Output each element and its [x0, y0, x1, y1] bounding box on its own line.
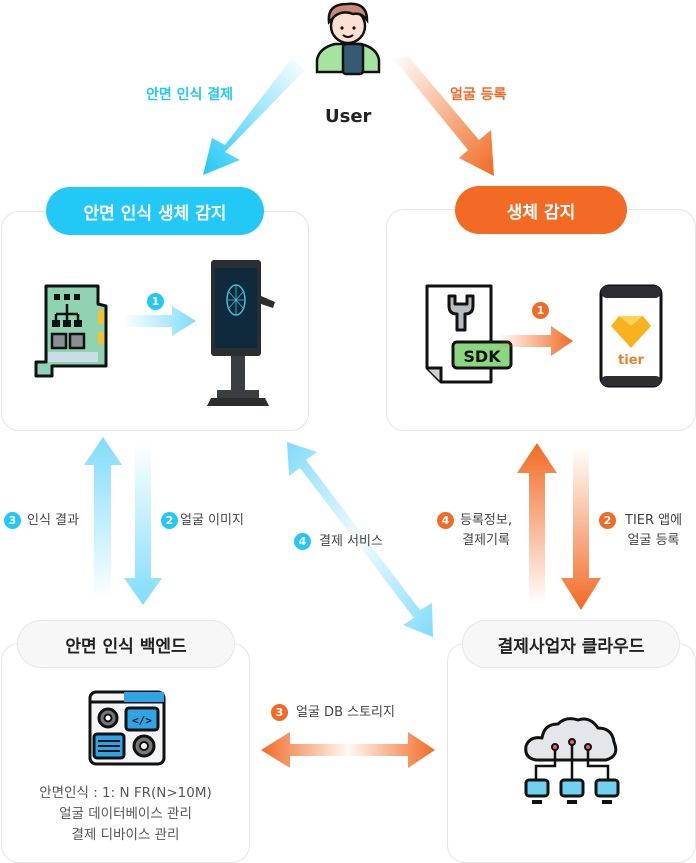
backend-card: </> 안면인식 : 1: N FR(N>10M) 얼굴 데이터베이스 관리 결… — [1, 643, 250, 863]
arrow-face-image — [124, 443, 162, 605]
liveness-card: SDK 1 tier — [386, 209, 696, 431]
flow-label-line1: TIER 앱에 — [625, 513, 683, 528]
user-avatar — [309, 0, 387, 76]
flow-label: 얼굴 DB 스토리지 — [296, 705, 395, 720]
flow-face-image: 2 얼굴 이미지 — [161, 511, 244, 531]
person-with-phone-icon — [315, 2, 381, 76]
arrow-user-to-face-liveness — [203, 58, 305, 175]
flow-label: 얼굴 이미지 — [180, 513, 244, 528]
cloud-title: 결제사업자 클라우드 — [462, 620, 680, 668]
liveness-title: 생체 감지 — [455, 186, 627, 234]
face-liveness-card: 1 — [1, 211, 309, 431]
flow-label-line1: 등록정보, — [460, 513, 512, 528]
backend-description: 안면인식 : 1: N FR(N>10M) 얼굴 데이터베이스 관리 결제 디바… — [2, 783, 249, 846]
web-development-settings-icon: </> — [88, 690, 166, 766]
arrow-payment-service — [287, 442, 433, 637]
flow-label: 인식 결과 — [27, 513, 79, 528]
arrow-face-db-storage — [261, 732, 435, 768]
arrow-tier-register — [561, 447, 601, 610]
circuit-board-icon — [34, 284, 108, 378]
face-registration-label: 얼굴 등록 — [450, 87, 507, 103]
backend-desc-line: 얼굴 데이터베이스 관리 — [59, 806, 192, 822]
step-badge-3: 3 — [271, 704, 288, 721]
user-label: User — [325, 106, 372, 127]
backend-desc-line: 안면인식 : 1: N FR(N>10M) — [39, 785, 212, 801]
step-badge-4: 4 — [437, 512, 454, 529]
face-recognition-kiosk-icon — [207, 260, 275, 406]
cloud-network-icon — [524, 717, 620, 804]
flow-tier-register: 2 TIER 앱에 얼굴 등록 — [599, 511, 682, 551]
flow-recognition-result: 3 인식 결과 — [4, 511, 79, 531]
step-badge-2: 2 — [161, 512, 178, 529]
flow-label-line2: 얼굴 등록 — [627, 533, 680, 548]
cloud-card — [447, 643, 696, 863]
arrow-user-to-liveness — [393, 56, 494, 176]
step-badge-2: 2 — [599, 512, 616, 529]
flow-registration-info: 4 등록정보, 결제기록 — [437, 511, 512, 551]
step-arrow-orange — [499, 326, 573, 356]
flow-label-line2: 결제기록 — [462, 533, 510, 548]
face-liveness-title: 안면 인식 생체 감지 — [46, 187, 264, 235]
face-payment-label: 안면 인식 결제 — [146, 87, 234, 103]
tier-app-text: tier — [618, 353, 644, 368]
arrow-registration-info — [517, 443, 557, 605]
step-badge-3: 3 — [4, 512, 21, 529]
step-badge-1: 1 — [532, 302, 549, 319]
step-badge-1: 1 — [147, 293, 164, 310]
flow-face-db-storage: 3 얼굴 DB 스토리지 — [271, 703, 395, 723]
arrow-recognition-result — [84, 437, 122, 600]
step-arrow-blue — [122, 306, 196, 336]
step-badge-4: 4 — [294, 533, 311, 550]
backend-title: 안면 인식 백엔드 — [17, 620, 235, 668]
sdk-file-icon: SDK — [425, 284, 513, 384]
sdk-text: SDK — [463, 347, 501, 366]
svg-text:</>: </> — [132, 714, 152, 727]
flow-label: 결제 서비스 — [319, 534, 383, 549]
tier-app-phone-icon: tier — [599, 284, 663, 388]
backend-desc-line: 결제 디바이스 관리 — [71, 827, 180, 843]
flow-payment-service: 4 결제 서비스 — [294, 532, 383, 552]
